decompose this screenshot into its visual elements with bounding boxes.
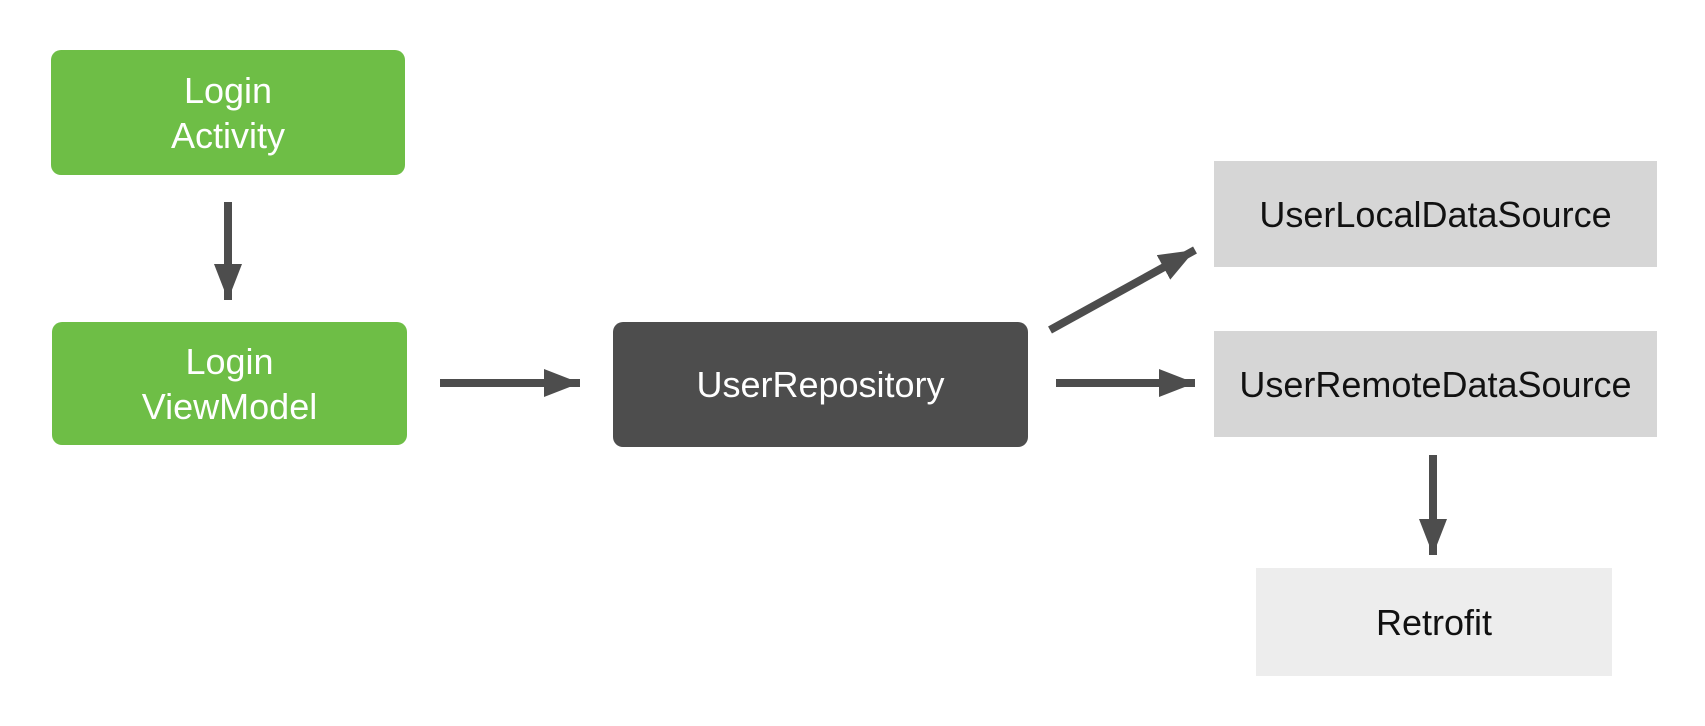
- node-retrofit: Retrofit: [1256, 568, 1612, 676]
- node-user-repository-label: UserRepository: [696, 364, 945, 405]
- arrow-repository-to-local: [1048, 246, 1197, 334]
- node-login-viewmodel-label: Login ViewModel: [141, 340, 318, 427]
- node-user-local-data-source-label: UserLocalDataSource: [1259, 193, 1612, 235]
- node-user-local-data-source: UserLocalDataSource: [1214, 161, 1657, 267]
- node-login-activity: Login Activity: [51, 50, 405, 175]
- node-login-activity-label: Login Activity: [170, 69, 285, 156]
- node-user-remote-data-source-label: UserRemoteDataSource: [1239, 363, 1632, 405]
- node-login-viewmodel: Login ViewModel: [52, 322, 407, 445]
- node-retrofit-label: Retrofit: [1375, 601, 1493, 643]
- node-user-repository: UserRepository: [613, 322, 1028, 447]
- node-user-remote-data-source: UserRemoteDataSource: [1214, 331, 1657, 437]
